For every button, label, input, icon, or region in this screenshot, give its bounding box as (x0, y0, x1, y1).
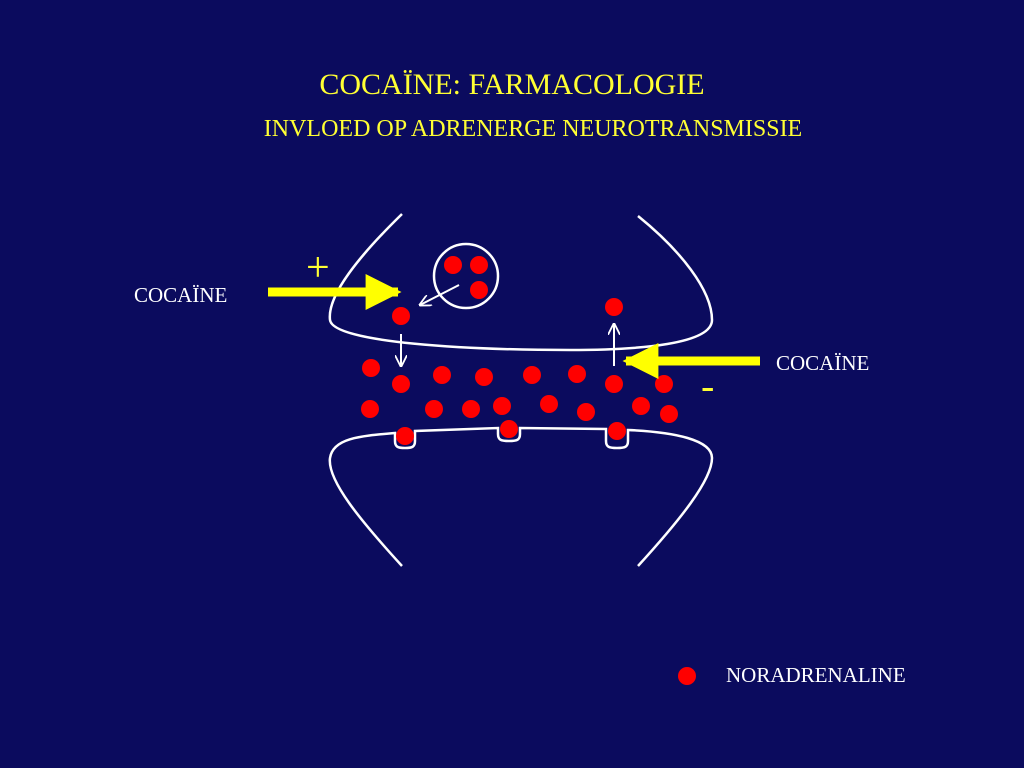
noradrenaline-dot (632, 397, 650, 415)
noradrenaline-dot (655, 375, 673, 393)
vesicle-dot (444, 256, 462, 274)
legend-noradrenaline-dot (678, 667, 696, 685)
bound-noradrenaline-dot (608, 422, 626, 440)
noradrenaline-dot (660, 405, 678, 423)
release-arrow (420, 284, 460, 305)
noradrenaline-dot (540, 395, 558, 413)
noradrenaline-dot (475, 368, 493, 386)
plus-sign: + (306, 245, 330, 291)
minus-sign: - (701, 363, 715, 408)
cocaine-label-right: COCAÏNE (776, 351, 870, 375)
noradrenaline-dot (361, 400, 379, 418)
noradrenaline-dot (605, 298, 623, 316)
noradrenaline-dot (605, 375, 623, 393)
slide-subtitle: INVLOED OP ADRENERGE NEUROTRANSMISSIE (263, 116, 803, 142)
legend-label: NORADRENALINE (726, 663, 906, 687)
noradrenaline-dot (392, 307, 410, 325)
synaptic-vesicle (432, 242, 500, 310)
noradrenaline-dot (433, 366, 451, 384)
noradrenaline-dot (493, 397, 511, 415)
noradrenaline-dot (362, 359, 380, 377)
noradrenaline-dot (392, 375, 410, 393)
noradrenaline-dot (462, 400, 480, 418)
presynaptic-membrane (328, 213, 714, 352)
vesicle-dot (470, 281, 488, 299)
noradrenaline-dot (425, 400, 443, 418)
noradrenaline-dot (577, 403, 595, 421)
noradrenaline-dot (568, 365, 586, 383)
bound-noradrenaline-dot (500, 420, 518, 438)
slide-title: COCAÏNE: FARMACOLOGIE (319, 68, 705, 101)
postsynaptic-membrane (328, 426, 714, 567)
noradrenaline-dot (523, 366, 541, 384)
bound-noradrenaline-dot (396, 427, 414, 445)
vesicle-dot (470, 256, 488, 274)
cocaine-label-left: COCAÏNE (134, 283, 228, 307)
